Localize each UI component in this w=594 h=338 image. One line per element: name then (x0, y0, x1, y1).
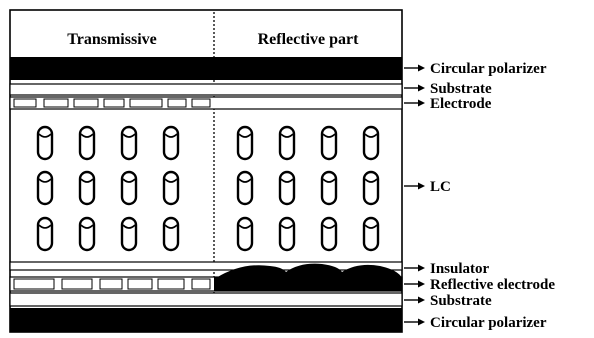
layer-label: LC (430, 179, 451, 195)
lc-molecule (78, 170, 96, 206)
lc-molecule (320, 216, 338, 252)
arrow-head-icon (418, 318, 425, 326)
lc-molecule (278, 125, 296, 161)
bottom-electrode-segment (61, 278, 93, 290)
lc-molecule (278, 170, 296, 206)
lc-molecule (320, 125, 338, 161)
label-electrode: Electrode (404, 96, 492, 112)
electrode-segment (73, 98, 99, 108)
bottom-electrode-segment (13, 278, 55, 290)
lc-molecule (362, 170, 380, 206)
bottom-electrode-segment (99, 278, 123, 290)
lc-molecule (36, 125, 54, 161)
insulator-layer (9, 261, 403, 271)
substrate-bottom-layer (9, 292, 403, 307)
electrode-segment (103, 98, 125, 108)
label-substrate-bottom: Substrate (404, 293, 492, 309)
electrode-segment (167, 98, 187, 108)
label-circular-polarizer-bottom: Circular polarizer (404, 315, 547, 331)
layer-label: Substrate (430, 81, 492, 97)
electrode-segment (43, 98, 69, 108)
bottom-electrode-segment (191, 278, 211, 290)
lc-molecule (362, 216, 380, 252)
lc-molecule (120, 125, 138, 161)
lc-molecule (236, 125, 254, 161)
electrode-segment (191, 98, 211, 108)
arrow-head-icon (418, 264, 425, 272)
bottom-electrode-segment (127, 278, 153, 290)
header-reflective: Reflective part (258, 31, 360, 48)
layer-label: Reflective electrode (430, 277, 555, 293)
reflective-bumps (216, 263, 402, 278)
circular-polarizer-top-layer (10, 57, 402, 80)
arrow-head-icon (418, 296, 425, 304)
electrode-segment (129, 98, 163, 108)
label-reflective-electrode: Reflective electrode (404, 277, 555, 293)
lc-molecule (78, 216, 96, 252)
layer-label: Substrate (430, 293, 492, 309)
label-lc: LC (404, 179, 451, 195)
lc-molecule (278, 216, 296, 252)
lc-molecule (320, 170, 338, 206)
lc-molecule (120, 216, 138, 252)
label-substrate-top: Substrate (404, 81, 492, 97)
header-transmissive: Transmissive (67, 31, 156, 48)
lc-molecule (362, 125, 380, 161)
arrow-head-icon (418, 182, 425, 190)
layer-label: Insulator (430, 261, 490, 277)
layer-label: Circular polarizer (430, 61, 547, 77)
lc-molecule (236, 170, 254, 206)
arrow-head-icon (418, 99, 425, 107)
arrow-head-icon (418, 280, 425, 288)
electrode-layer (9, 96, 403, 110)
lc-molecule (162, 216, 180, 252)
lc-molecule (78, 125, 96, 161)
layer-label: Electrode (430, 96, 492, 112)
layer-label: Circular polarizer (430, 315, 547, 331)
lc-molecule (162, 125, 180, 161)
reflective-electrode-layer (9, 276, 403, 292)
lc-molecule (36, 216, 54, 252)
lc-molecule (36, 170, 54, 206)
label-insulator: Insulator (404, 261, 490, 277)
label-circular-polarizer-top: Circular polarizer (404, 61, 547, 77)
lc-molecule (120, 170, 138, 206)
circular-polarizer-bottom-layer (10, 308, 402, 332)
bottom-electrode-segment (157, 278, 185, 290)
lc-molecules (36, 125, 380, 252)
lc-molecule (236, 216, 254, 252)
electrode-segment (13, 98, 37, 108)
arrow-head-icon (418, 64, 425, 72)
lc-molecule (162, 170, 180, 206)
arrow-head-icon (418, 84, 425, 92)
substrate-top-layer (9, 83, 403, 96)
